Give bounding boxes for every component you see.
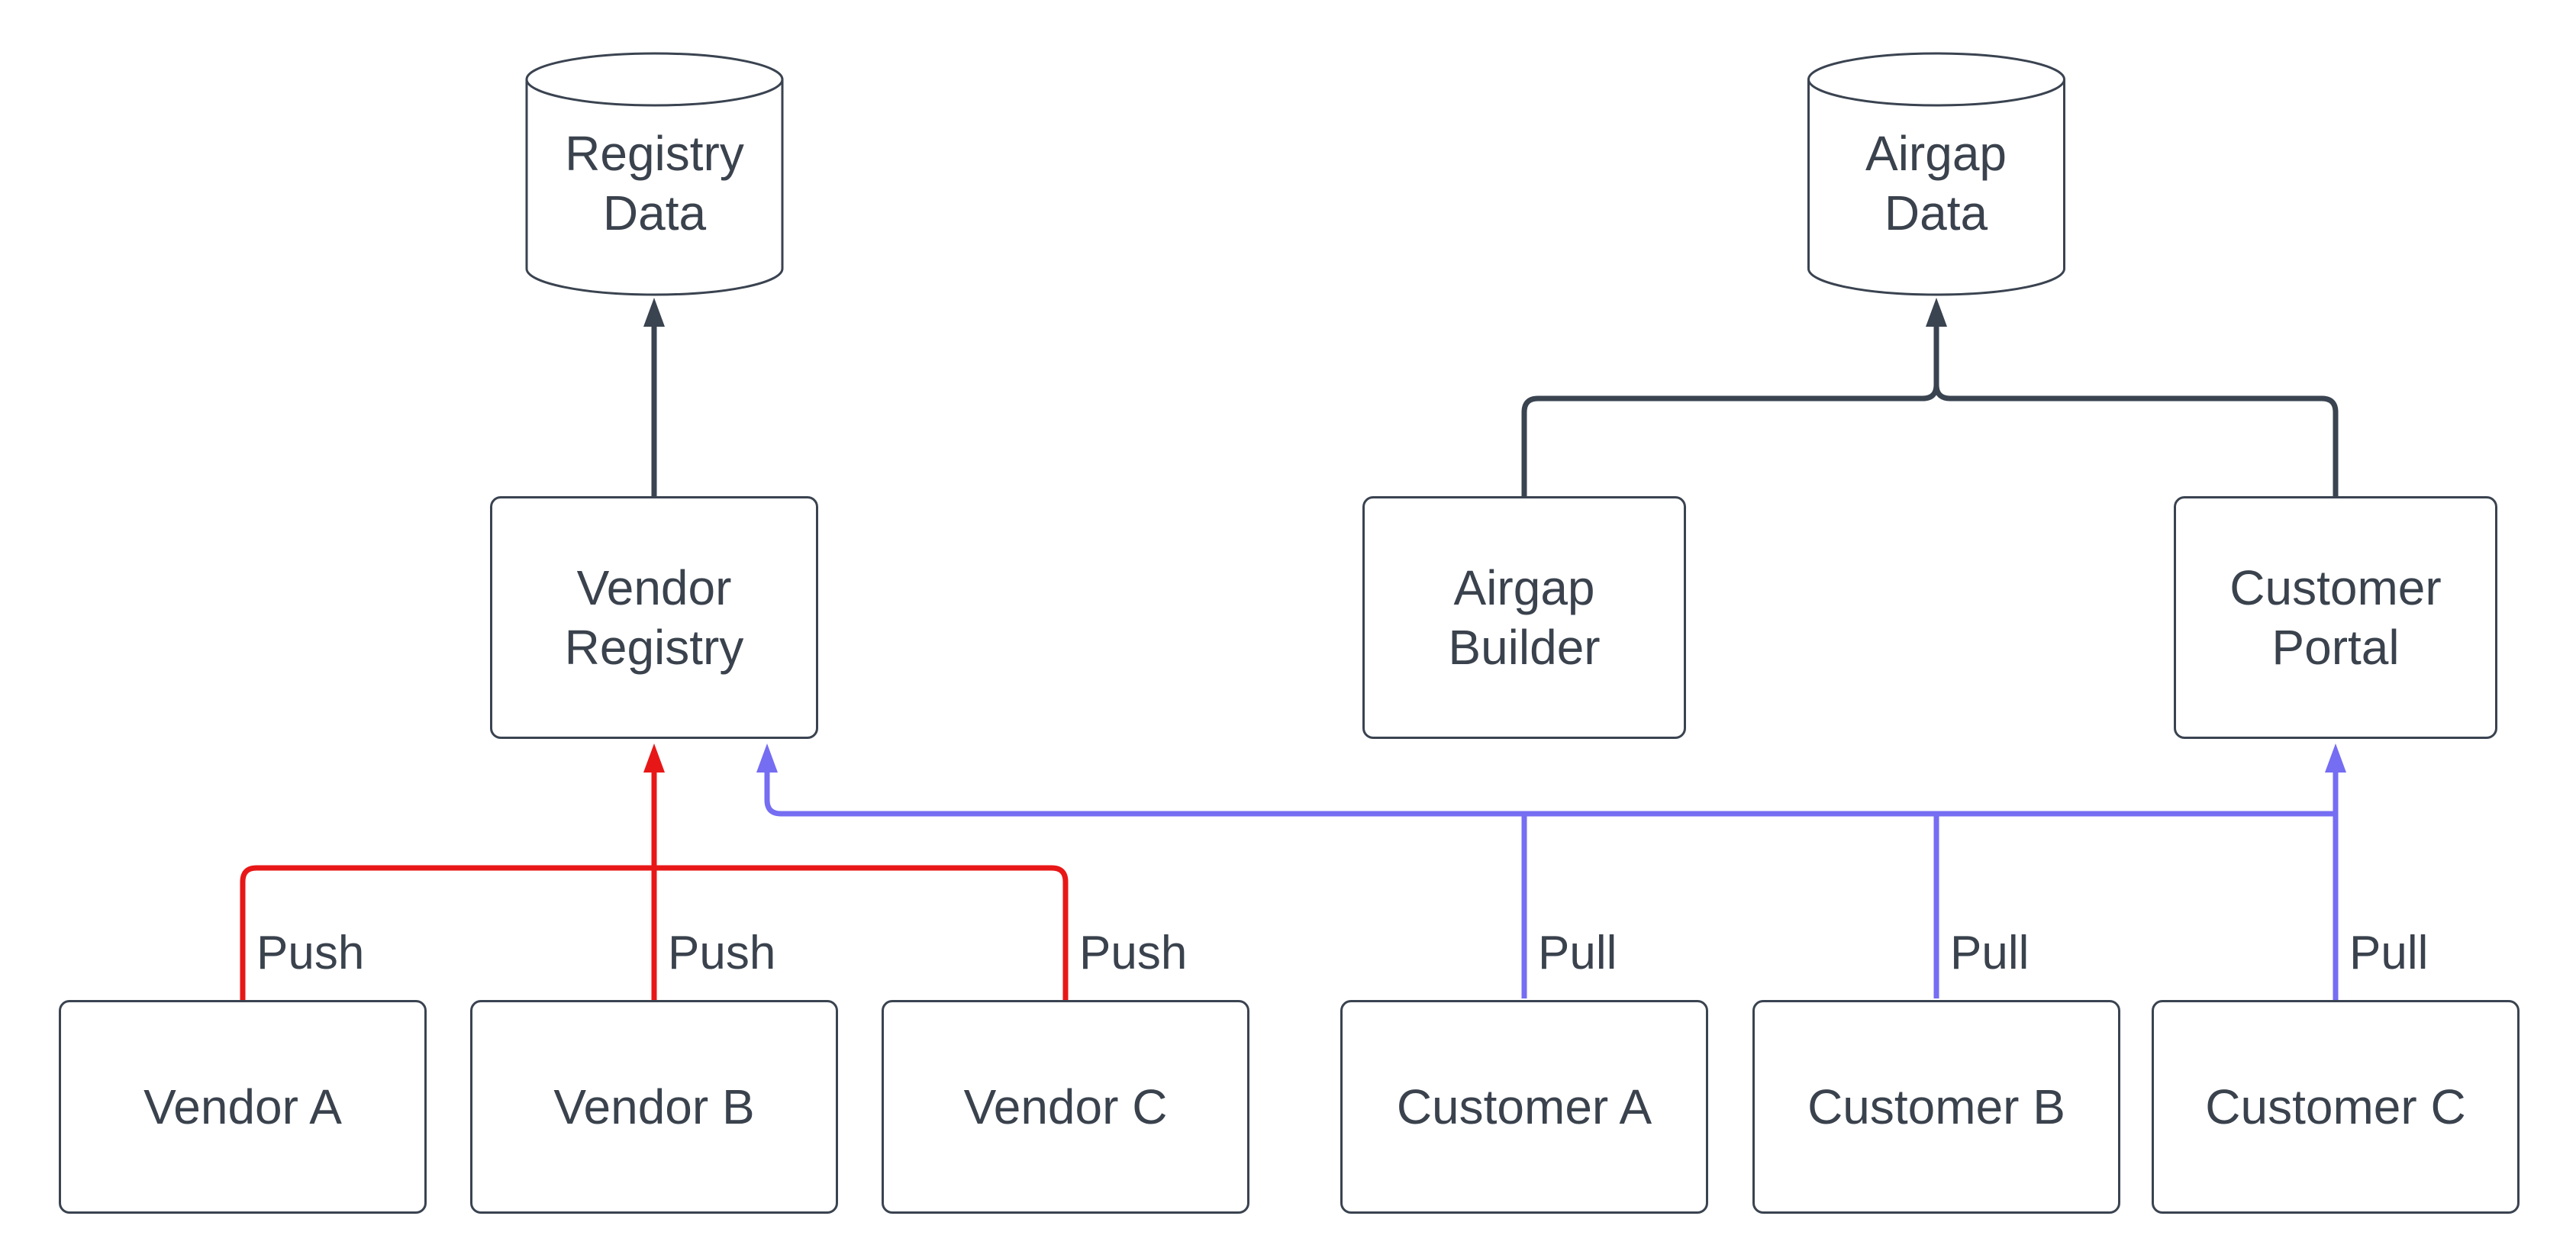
label-line: Builder	[1448, 620, 1601, 675]
node-customer-c: Customer C	[2152, 1000, 2520, 1214]
node-label: Vendor A	[143, 1079, 342, 1134]
arrowhead-up	[1926, 298, 1947, 327]
arrowhead-up	[756, 744, 778, 773]
node-label: Airgap Builder	[1448, 558, 1600, 677]
arrowhead-up	[643, 298, 665, 327]
edge-label-pull-customer-b: Pull	[1950, 927, 2030, 979]
node-airgap-builder: Airgap Builder	[1362, 496, 1686, 739]
registry-data-cylinder	[525, 52, 784, 296]
registry-data-label: Registry Data	[527, 92, 782, 275]
edge-pull-trunk-to-vendor-registry	[756, 744, 2336, 817]
label-line: Airgap	[1865, 126, 2007, 181]
label-line: Data	[602, 185, 707, 240]
edge-line	[764, 773, 2336, 817]
node-label: Customer C	[2205, 1079, 2466, 1134]
edge-label-push-vendor-b: Push	[668, 927, 776, 979]
label-line: Data	[1884, 185, 1988, 240]
node-vendor-b: Vendor B	[470, 1000, 838, 1214]
node-vendor-c: Vendor C	[882, 1000, 1249, 1214]
node-label: Vendor B	[553, 1079, 755, 1134]
edge-label-pull-customer-a: Pull	[1538, 927, 1617, 979]
edge-line	[1933, 384, 2339, 496]
label-line: Registry	[564, 620, 744, 675]
label-line: Customer	[2229, 560, 2442, 615]
arrowhead-up	[643, 744, 665, 773]
arrowhead-up	[2325, 744, 2346, 773]
node-customer-a: Customer A	[1340, 1000, 1708, 1214]
node-customer-b: Customer B	[1752, 1000, 2120, 1214]
edge-pull-customer-c-to-customer-portal	[2325, 744, 2346, 1000]
label-line: Airgap	[1453, 560, 1595, 615]
edge-label-pull-customer-c: Pull	[2349, 927, 2429, 979]
node-vendor-registry: Vendor Registry	[490, 496, 818, 739]
node-label: Customer Portal	[2229, 558, 2441, 677]
label-line: Registry	[565, 126, 744, 181]
edge-line	[1521, 384, 1939, 496]
edge-vendor-registry-to-registry-data	[643, 298, 665, 496]
cylinder-body	[1807, 79, 2065, 296]
node-label: Customer B	[1807, 1079, 2065, 1134]
edge-label-push-vendor-c: Push	[1079, 927, 1188, 979]
node-customer-portal: Customer Portal	[2174, 496, 2497, 739]
airgap-data-label: Airgap Data	[1808, 92, 2064, 275]
edge-push-vendor-b-to-vendor-registry	[643, 744, 665, 1000]
edge-airgap-builder-to-airgap-data	[1521, 384, 1939, 496]
node-label: Vendor Registry	[565, 558, 744, 677]
edge-label-push-vendor-a: Push	[256, 927, 365, 979]
edge-customer-portal-to-airgap-data	[1926, 298, 2339, 496]
node-label: Vendor C	[963, 1079, 1168, 1134]
cylinder-body	[525, 79, 784, 296]
label-line: Portal	[2271, 620, 2400, 675]
cylinder-rim	[1807, 52, 2065, 107]
label-line: Vendor	[576, 560, 732, 615]
airgap-data-cylinder	[1807, 52, 2065, 296]
node-label: Customer A	[1396, 1079, 1652, 1134]
node-vendor-a: Vendor A	[59, 1000, 427, 1214]
cylinder-rim	[525, 52, 784, 107]
